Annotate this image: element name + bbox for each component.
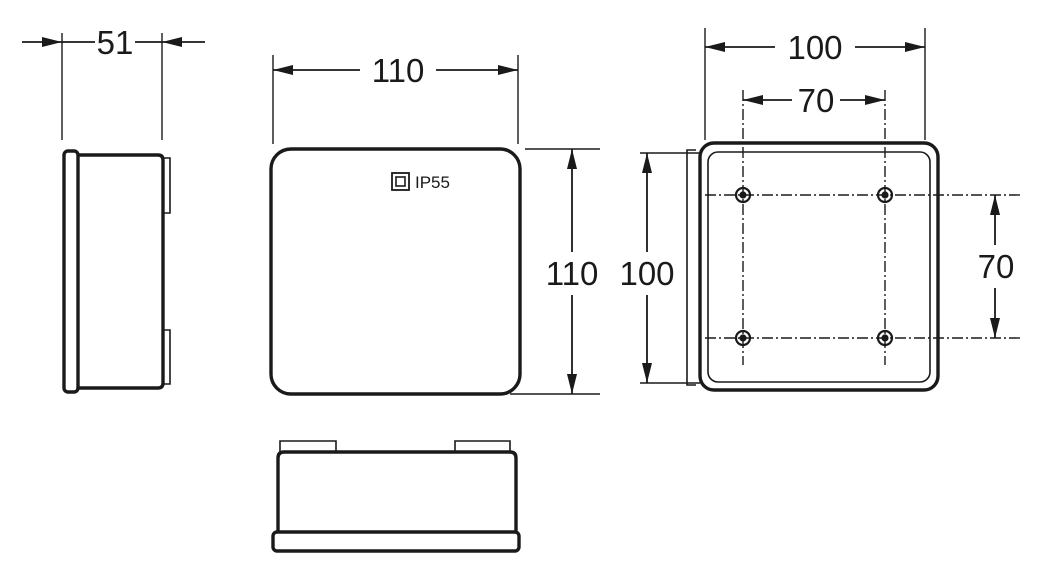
bottom-view	[271, 440, 521, 553]
double-insulation-icon	[391, 172, 410, 191]
dimension-hole-spacing-vertical: 70	[978, 195, 1015, 338]
dimension-front-height: 110	[546, 149, 599, 394]
mounting-hole	[876, 186, 894, 204]
mounting-hole	[734, 186, 752, 204]
dim-label-back-width: 100	[787, 29, 842, 66]
ip-rating-label: IP55	[415, 173, 450, 192]
dim-label-hole-spacing-horizontal: 70	[798, 82, 835, 119]
mounting-hole	[734, 329, 752, 347]
dim-label-front-height: 110	[546, 255, 599, 292]
dimension-front-width: 110	[273, 52, 518, 89]
front-view: IP55	[269, 55, 600, 396]
dimension-back-height: 100	[619, 153, 675, 383]
back-view	[640, 28, 940, 392]
mounting-centerlines	[705, 90, 1022, 365]
dim-label-side-depth: 51	[97, 24, 134, 61]
side-view	[61, 33, 171, 394]
mounting-hole	[876, 329, 894, 347]
dim-label-front-width: 110	[372, 52, 425, 89]
dimension-side-depth: 51	[22, 24, 205, 61]
dim-label-back-height: 100	[619, 255, 674, 292]
dim-label-hole-spacing-vertical: 70	[978, 248, 1015, 285]
dimension-back-width: 100	[705, 29, 925, 66]
dimension-hole-spacing-horizontal: 70	[743, 82, 885, 119]
